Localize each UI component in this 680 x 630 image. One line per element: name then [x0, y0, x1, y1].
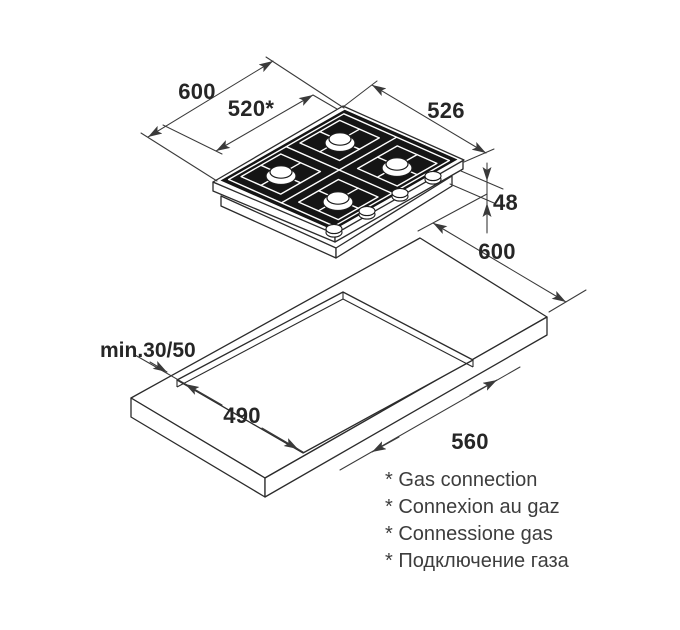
footnote-gas-connection-fr: * Connexion au gaz [385, 496, 560, 518]
dim-hob-width [140, 56, 345, 182]
footnotes: * Gas connection * Connexion au gaz * Co… [385, 469, 570, 572]
control-knob [358, 205, 376, 220]
burner-front [322, 191, 354, 212]
worktop-depth-label: 600 [478, 239, 516, 264]
gas-offset-label: 520* [228, 96, 275, 121]
burner-rear [324, 132, 356, 153]
footnote-gas-connection-en: * Gas connection [385, 469, 537, 491]
footnote-gas-connection-ru: * Подключение газа [385, 550, 570, 572]
dim-worktop-depth [417, 193, 587, 313]
control-knob [325, 223, 343, 238]
cutout-depth-label: 490 [223, 403, 261, 428]
dim-hob-depth [342, 80, 495, 163]
dimension-lines [134, 56, 587, 471]
hob-depth-label: 526 [427, 98, 465, 123]
control-knob [424, 170, 442, 185]
dim-hob-height [449, 162, 504, 234]
dim-cutout-width [339, 366, 521, 471]
dim-edge-clearance-leader [149, 361, 168, 373]
hob-box-right-face [335, 175, 453, 259]
edge-clearance-label: min.30/50 [100, 339, 196, 362]
footnote-gas-connection-it: * Connessione gas [385, 523, 553, 545]
gas-hob [212, 105, 465, 259]
control-knob [391, 187, 409, 202]
control-knobs [325, 170, 442, 238]
dim-gas-offset [162, 94, 338, 155]
hob-height-label: 48 [493, 190, 518, 215]
worktop [130, 237, 548, 498]
hob-width-label: 600 [178, 79, 216, 104]
cutout-width-label: 560 [451, 429, 489, 454]
burner-right [381, 157, 413, 178]
worktop-cutout [176, 291, 474, 454]
dim-cutout-depth [134, 354, 304, 453]
worktop-cutout-inner-walls [176, 292, 474, 388]
burner-left [265, 165, 297, 186]
